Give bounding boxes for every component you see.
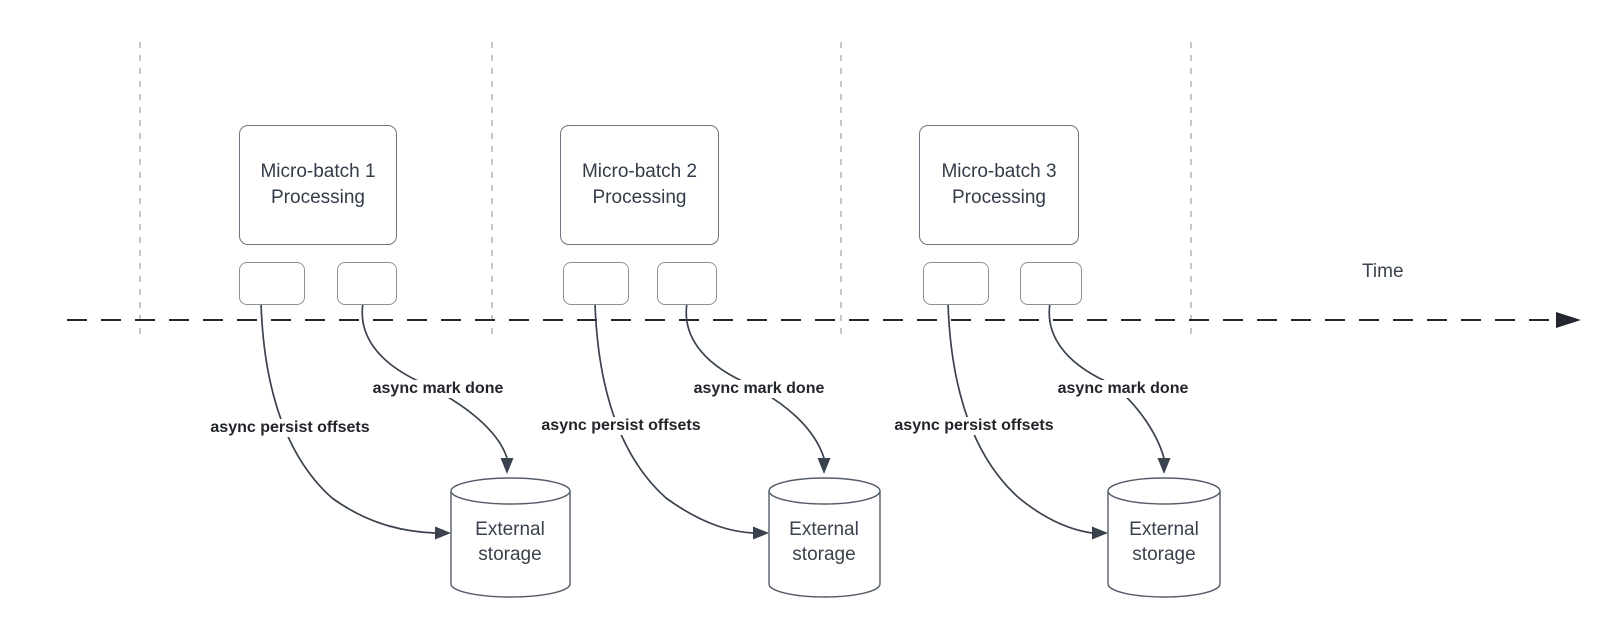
persist-offsets-arrowhead-2 — [753, 526, 769, 540]
external-storage-2-line1: External — [789, 519, 859, 540]
mark-done-label-1: async mark done — [369, 380, 507, 398]
external-storage-3-line2: storage — [1132, 544, 1196, 565]
external-storage-2-line2: storage — [792, 544, 856, 565]
persist-offsets-task-box-2 — [563, 262, 629, 305]
persist-offsets-arrow-3 — [947, 302, 1093, 534]
persist-offsets-arrowhead-3 — [1092, 526, 1108, 540]
mark-done-task-box-1 — [337, 262, 397, 305]
external-storage-label-2: External storage — [789, 517, 859, 567]
external-storage-1-line1: External — [475, 519, 545, 540]
process-box-micro-batch-2: Micro-batch 2 Processing — [560, 125, 719, 245]
process-box-micro-batch-3: Micro-batch 3 Processing — [919, 125, 1079, 245]
mark-done-task-box-3 — [1020, 262, 1082, 305]
process-box-micro-batch-1: Micro-batch 1 Processing — [239, 125, 397, 245]
process-box-2-line1: Micro-batch 2 — [581, 161, 698, 182]
cylinder-top-2 — [768, 477, 881, 505]
process-box-2-line2: Processing — [592, 187, 687, 208]
mark-done-arrowhead-3 — [1157, 458, 1171, 474]
mark-done-label-3: async mark done — [1054, 380, 1192, 398]
persist-offsets-label-3: async persist offsets — [891, 417, 1057, 435]
persist-offsets-label-2: async persist offsets — [538, 417, 704, 435]
process-box-3-line2: Processing — [952, 187, 1046, 208]
external-storage-label-3: External storage — [1129, 517, 1199, 567]
persist-offsets-arrow-2 — [594, 302, 754, 534]
mark-done-task-box-2 — [657, 262, 717, 305]
process-box-3-line1: Micro-batch 3 — [941, 161, 1057, 182]
cylinder-body-2 — [768, 491, 881, 598]
external-storage-cylinder-3 — [1107, 477, 1221, 598]
external-storage-1-line2: storage — [478, 544, 542, 565]
time-axis-arrowhead — [1556, 312, 1581, 328]
time-axis-label: Time — [1362, 261, 1404, 282]
persist-offsets-task-box-3 — [923, 262, 989, 305]
external-storage-label-1: External storage — [475, 517, 545, 567]
time-axis — [67, 312, 1581, 328]
cylinder-top-1 — [450, 477, 571, 505]
persist-offsets-arrowhead-1 — [435, 526, 451, 540]
external-storage-3-line1: External — [1129, 519, 1199, 540]
external-storage-cylinder-1 — [450, 477, 571, 598]
persist-offsets-arrow-1 — [260, 302, 436, 534]
persist-offsets-label-1: async persist offsets — [207, 419, 373, 437]
mark-done-label-2: async mark done — [690, 380, 828, 398]
cylinder-body-1 — [450, 491, 571, 598]
mark-done-arrowhead-1 — [500, 458, 514, 474]
cylinder-top-3 — [1107, 477, 1221, 505]
mark-done-arrowhead-2 — [817, 458, 831, 474]
batch-interval-gridlines — [139, 42, 1192, 338]
cylinder-body-3 — [1107, 491, 1221, 598]
external-storage-cylinder-2 — [768, 477, 881, 598]
process-box-1-line2: Processing — [271, 187, 365, 208]
process-box-1-line1: Micro-batch 1 — [260, 161, 376, 182]
persist-offsets-task-box-1 — [239, 262, 305, 305]
